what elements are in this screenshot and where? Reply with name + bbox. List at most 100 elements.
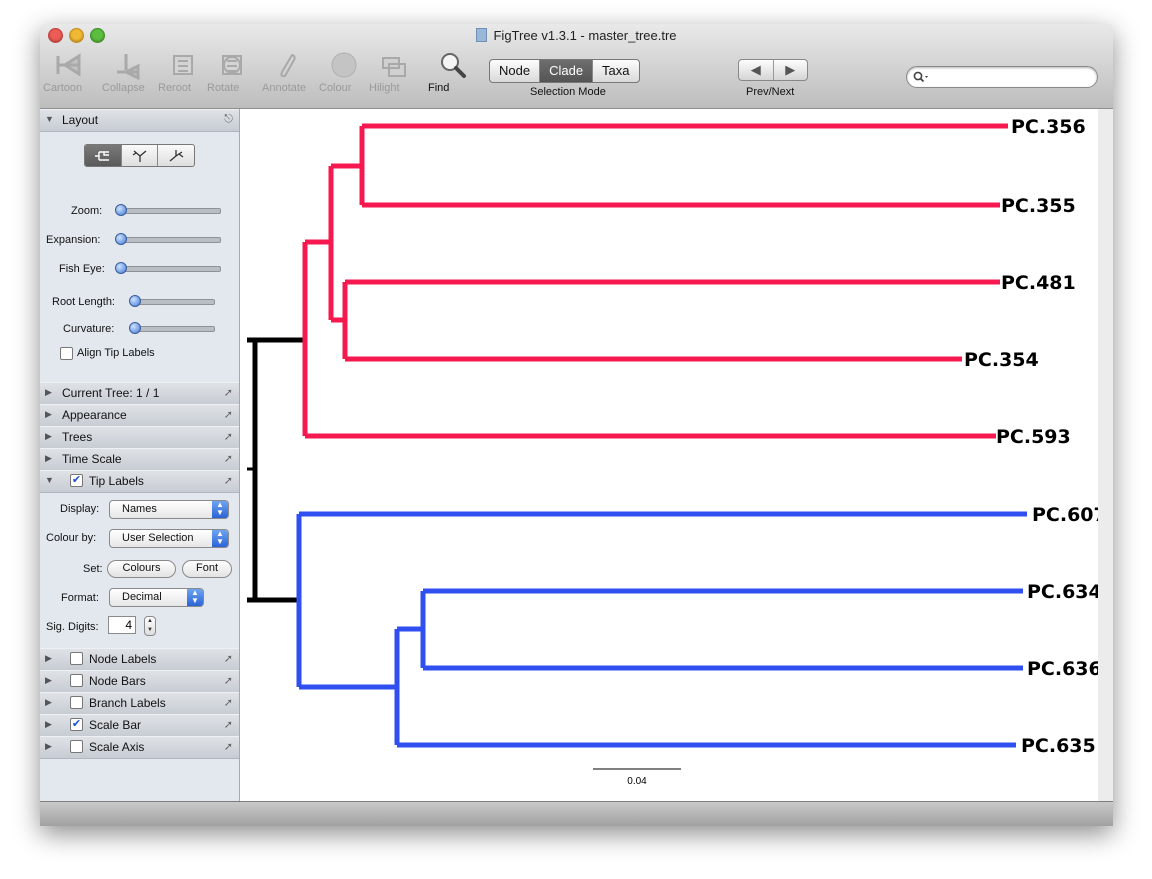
layout-header-label: Layout — [62, 113, 99, 127]
reroot-button[interactable]: Reroot — [158, 48, 208, 94]
sig-digits-label: Sig. Digits: — [46, 621, 99, 633]
font-button[interactable]: Font — [182, 560, 232, 578]
pin-icon[interactable]: ➚ — [223, 675, 233, 687]
node-labels-checkbox[interactable] — [70, 652, 83, 665]
branch-labels-section-header[interactable]: ▶ Branch Labels ➚ — [40, 692, 239, 715]
display-select[interactable]: Names ▲▼ — [109, 500, 229, 519]
curvature-slider[interactable] — [130, 326, 215, 332]
pin-icon[interactable]: ➚ — [223, 697, 233, 709]
pin-icon[interactable]: ➚ — [223, 431, 233, 443]
root-length-slider[interactable] — [130, 299, 215, 305]
tree-canvas[interactable]: PC.356 PC.355 PC.481 PC.354 PC.593 PC.60… — [240, 109, 1098, 801]
disclosure-closed-icon: ▶ — [45, 453, 52, 463]
search-field[interactable] — [906, 66, 1098, 88]
fisheye-slider-knob[interactable] — [115, 262, 127, 274]
fisheye-label: Fish Eye: — [59, 263, 105, 275]
pin-icon[interactable]: ➚ — [223, 475, 233, 487]
align-tip-labels-label: Align Tip Labels — [77, 347, 155, 359]
polar-layout-button[interactable] — [122, 145, 159, 166]
clade-mode-button[interactable]: Clade — [540, 60, 594, 82]
tip-label[interactable]: PC.607 — [1032, 504, 1098, 526]
tip-label[interactable]: PC.636 — [1027, 658, 1098, 680]
tip-labels-section-header[interactable]: ▼ ✔ Tip Labels ➚ — [40, 470, 239, 493]
align-tip-labels-checkbox[interactable] — [60, 347, 73, 360]
disclosure-closed-icon: ▶ — [45, 431, 52, 441]
reroot-icon — [173, 55, 193, 75]
hilight-button[interactable]: Hilight — [369, 48, 419, 94]
scale-bar-section-header[interactable]: ▶ ✔ Scale Bar ➚ — [40, 714, 239, 737]
tip-label[interactable]: PC.354 — [964, 349, 1039, 371]
title-bar: FigTree v1.3.1 - master_tree.tre Cartoon… — [40, 24, 1113, 109]
window-title-text: FigTree v1.3.1 - master_tree.tre — [493, 28, 677, 43]
fisheye-slider[interactable] — [116, 266, 221, 272]
pin-icon[interactable]: ➚ — [223, 653, 233, 665]
scale-bar-checkbox[interactable]: ✔ — [70, 718, 83, 731]
next-button[interactable]: ▶ — [774, 60, 808, 80]
layout-section-header[interactable]: ▼ Layout ⎋ — [40, 109, 239, 132]
node-mode-button[interactable]: Node — [490, 60, 541, 82]
disclosure-open-icon: ▼ — [45, 475, 54, 485]
zoom-slider-knob[interactable] — [115, 204, 127, 216]
blue-clade[interactable] — [296, 511, 1027, 748]
tip-label[interactable]: PC.481 — [1001, 272, 1076, 294]
radial-tree-icon — [169, 149, 184, 161]
search-input[interactable] — [931, 69, 1091, 85]
sig-digits-stepper[interactable]: ▲▼ — [144, 616, 156, 636]
zoom-slider[interactable] — [116, 208, 221, 214]
node-bars-section-header[interactable]: ▶ Node Bars ➚ — [40, 670, 239, 693]
expansion-slider[interactable] — [116, 237, 221, 243]
rectangular-tree-icon — [94, 150, 109, 161]
cartoon-button[interactable]: Cartoon — [43, 48, 93, 94]
pin-icon[interactable]: ➚ — [223, 387, 233, 399]
disclosure-closed-icon: ▶ — [45, 675, 52, 685]
current-tree-section-header[interactable]: ▶ Current Tree: 1 / 1 ➚ — [40, 382, 239, 405]
pin-icon[interactable]: ➚ — [223, 453, 233, 465]
internal-red[interactable] — [302, 126, 365, 436]
colours-button[interactable]: Colours — [107, 560, 176, 578]
tip-label[interactable]: PC.356 — [1011, 116, 1086, 138]
find-icon — [441, 53, 466, 78]
disclosure-closed-icon: ▶ — [45, 387, 52, 397]
scale-axis-checkbox[interactable] — [70, 740, 83, 753]
node-labels-section-header[interactable]: ▶ Node Labels ➚ — [40, 648, 239, 671]
tip-label[interactable]: PC.635 — [1021, 735, 1096, 757]
root-length-slider-knob[interactable] — [129, 295, 141, 307]
red-clade[interactable] — [302, 123, 1008, 439]
rectangular-layout-button[interactable] — [85, 145, 122, 166]
collapse-button[interactable]: Collapse — [102, 48, 152, 94]
taxa-mode-button[interactable]: Taxa — [602, 63, 630, 78]
find-label: Find — [428, 82, 450, 94]
radial-layout-button[interactable] — [158, 145, 194, 166]
sig-digits-field[interactable]: 4 — [108, 616, 136, 634]
rotate-button[interactable]: Rotate — [207, 48, 257, 94]
pin-icon[interactable]: ➚ — [223, 409, 233, 421]
tip-label[interactable]: PC.634 — [1027, 581, 1098, 603]
trees-section-header[interactable]: ▶ Trees ➚ — [40, 426, 239, 449]
pin-icon[interactable]: ⎋ — [224, 113, 233, 125]
node-bars-checkbox[interactable] — [70, 674, 83, 687]
close-button[interactable] — [48, 28, 63, 43]
colour-button[interactable]: Colour — [319, 48, 369, 94]
tree-layout-selector — [84, 144, 195, 167]
find-button[interactable]: Find — [428, 48, 478, 94]
zoom-button[interactable] — [90, 28, 105, 43]
internal-blue[interactable] — [296, 514, 426, 745]
expansion-slider-knob[interactable] — [115, 233, 127, 245]
minimize-button[interactable] — [69, 28, 84, 43]
pin-icon[interactable]: ➚ — [223, 741, 233, 753]
scale-axis-section-header[interactable]: ▶ Scale Axis ➚ — [40, 736, 239, 759]
format-label: Format: — [61, 592, 99, 604]
root-branch[interactable] — [247, 337, 305, 603]
branch-labels-checkbox[interactable] — [70, 696, 83, 709]
tip-labels-checkbox[interactable]: ✔ — [70, 474, 83, 487]
pin-icon[interactable]: ➚ — [223, 719, 233, 731]
appearance-section-header[interactable]: ▶ Appearance ➚ — [40, 404, 239, 427]
tip-label[interactable]: PC.355 — [1001, 195, 1076, 217]
curvature-slider-knob[interactable] — [129, 322, 141, 334]
format-select[interactable]: Decimal ▲▼ — [109, 588, 204, 607]
prev-button[interactable]: ◀ — [739, 60, 774, 80]
time-scale-section-header[interactable]: ▶ Time Scale ➚ — [40, 448, 239, 471]
annotate-button[interactable]: Annotate — [262, 48, 312, 94]
tip-label[interactable]: PC.593 — [996, 426, 1071, 448]
colour-by-select[interactable]: User Selection ▲▼ — [109, 529, 229, 548]
